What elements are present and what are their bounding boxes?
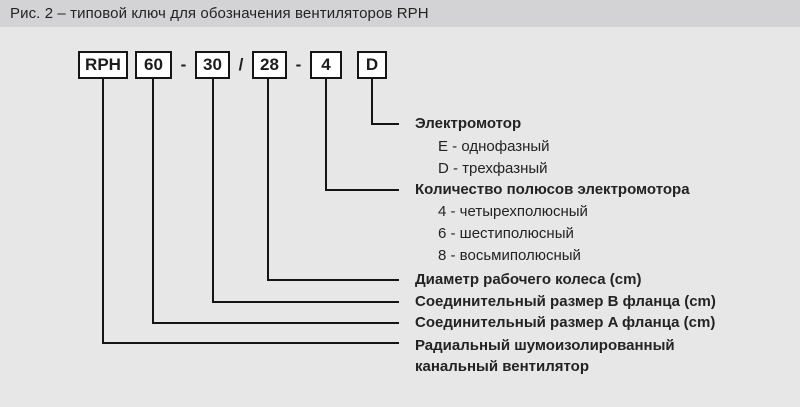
connector-motor-horizontal — [371, 123, 399, 125]
connector-impeller-vertical — [267, 79, 269, 281]
legend-term-impeller-diameter: Диаметр рабочего колеса (cm) — [415, 271, 642, 288]
connector-rph-vertical — [102, 79, 104, 344]
legend-option-motor-e: E - однофазный — [438, 138, 550, 155]
legend-option-poles-6: 6 - шестиполюсный — [438, 225, 574, 242]
code-box-rph: RPH — [78, 51, 128, 79]
code-separator-dash-1: - — [180, 55, 187, 74]
legend-term-poles: Количество полюсов электромотора — [415, 181, 690, 198]
legend-term-fan-type: Радиальный шумоизолированный канальный в… — [415, 335, 745, 377]
legend-term-fan-type-line1: Радиальный шумоизолированный — [415, 337, 675, 354]
code-box-poles: 4 — [310, 51, 342, 79]
connector-flange-a-vertical — [152, 79, 154, 324]
legend-option-poles-4: 4 - четырехполюсный — [438, 203, 588, 220]
legend-option-motor-d: D - трехфазный — [438, 160, 548, 177]
legend-option-poles-8: 8 - восьмиполюсный — [438, 247, 581, 264]
connector-rph-horizontal — [102, 342, 399, 344]
code-separator-dash-2: - — [295, 55, 302, 74]
connector-impeller-horizontal — [267, 279, 399, 281]
code-box-motor: D — [357, 51, 387, 79]
legend-term-flange-a: Соединительный размер A фланца (cm) — [415, 314, 716, 331]
legend-term-motor: Электромотор — [415, 115, 522, 132]
code-box-flange-b: 30 — [195, 51, 230, 79]
connector-motor-vertical — [371, 79, 373, 125]
figure-title: Рис. 2 – типовой ключ для обозначения ве… — [0, 0, 800, 27]
connector-flange-b-horizontal — [212, 301, 399, 303]
connector-poles-vertical — [325, 79, 327, 191]
connector-flange-a-horizontal — [152, 322, 399, 324]
code-separator-slash: / — [238, 55, 244, 74]
connector-flange-b-vertical — [212, 79, 214, 303]
legend-term-fan-type-line2: канальный вентилятор — [415, 358, 590, 375]
code-box-impeller: 28 — [252, 51, 287, 79]
legend-term-flange-b: Соединительный размер B фланца (cm) — [415, 293, 716, 310]
connector-poles-horizontal — [325, 189, 399, 191]
code-box-flange-a: 60 — [135, 51, 172, 79]
